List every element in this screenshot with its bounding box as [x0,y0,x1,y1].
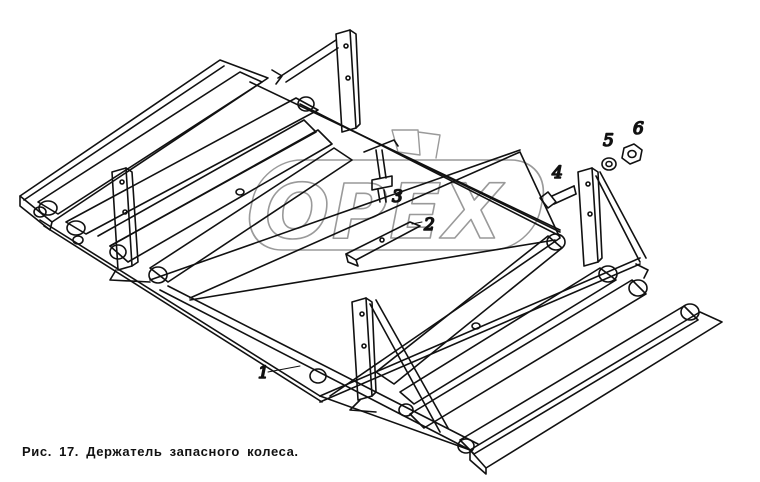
part-4-bolt [539,185,577,209]
left-bracket [109,167,151,283]
left-flap [19,59,353,284]
part-3-hook-bolt [363,139,399,203]
right-flap [309,233,723,475]
callout-4: 4 [551,163,563,183]
callouts: 1 2 3 4 5 6 [257,118,645,384]
callout-3: 3 [392,187,403,207]
callout-5: 5 [603,131,614,151]
right-bracket [577,167,649,279]
callout-2: 2 [423,215,435,235]
part-2-clamp-plate [345,221,421,267]
front-bracket [349,297,449,433]
figure-caption: Рис. 17. Держатель запасного колеса. [22,444,299,459]
part-6-nut [621,143,643,165]
part-5-lock-washer [601,157,617,171]
callout-6: 6 [633,119,644,139]
rear-bracket [271,29,361,133]
callout-1: 1 [258,363,269,383]
